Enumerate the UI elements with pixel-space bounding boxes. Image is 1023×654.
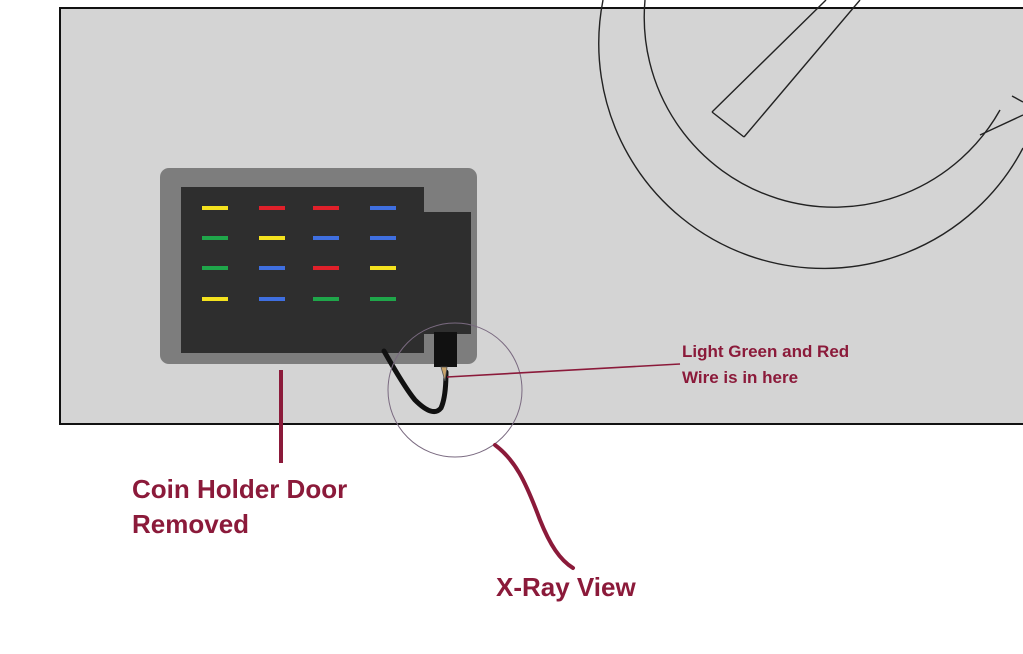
xray-label: X-Ray View	[496, 572, 636, 602]
terminal-green	[313, 297, 339, 301]
terminal-blue	[259, 266, 285, 270]
wire-terminals	[202, 206, 396, 301]
wire-note-pointer	[446, 363, 681, 378]
terminal-yellow	[202, 297, 228, 301]
terminal-blue	[313, 236, 339, 240]
terminal-red	[313, 206, 339, 210]
terminal-yellow	[202, 206, 228, 210]
terminal-green	[370, 297, 396, 301]
wire-tip	[440, 366, 448, 382]
door-label-line2: Removed	[132, 509, 249, 539]
door-label-line1: Coin Holder Door	[132, 474, 347, 504]
terminal-red	[313, 266, 339, 270]
black-wire	[381, 348, 449, 415]
terminal-blue	[370, 206, 396, 210]
terminal-yellow	[259, 236, 285, 240]
terminal-blue	[259, 297, 285, 301]
wire-note-line1: Light Green and Red	[682, 342, 849, 361]
side-plug-housing	[424, 212, 471, 334]
dial-outline	[598, 0, 1023, 270]
terminal-green	[202, 236, 228, 240]
terminal-yellow	[370, 266, 396, 270]
xray-pointer	[493, 443, 575, 570]
wire-plug	[434, 332, 457, 367]
xray-circle	[387, 322, 523, 458]
terminal-blue	[370, 236, 396, 240]
wire-note-line2: Wire is in here	[682, 368, 798, 387]
terminal-red	[259, 206, 285, 210]
terminal-green	[202, 266, 228, 270]
